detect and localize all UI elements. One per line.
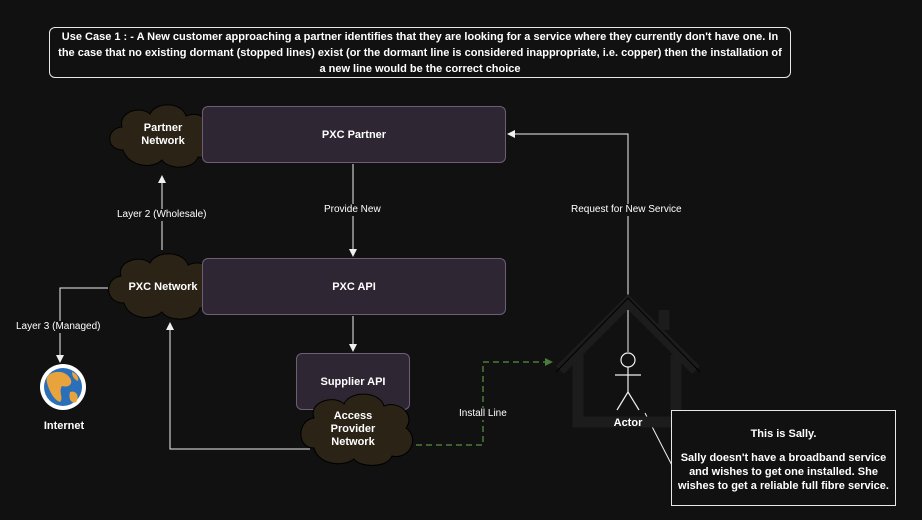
note-title: This is Sally. xyxy=(750,428,817,440)
use-case-description: Use Case 1 : - A New customer approachin… xyxy=(49,27,791,78)
actor-icon xyxy=(615,352,641,411)
globe-icon xyxy=(40,364,86,410)
pxc-network-line1: PXC Network xyxy=(128,281,198,293)
node-pxc-partner[interactable]: PXC Partner xyxy=(202,106,506,163)
edge-label-layer3: Layer 3 (Managed) xyxy=(16,321,101,333)
edge-label-install-line: Install Line xyxy=(459,408,507,420)
edge-install-line xyxy=(406,358,553,446)
cloud-pxc-network-label: PXC Network xyxy=(118,281,208,294)
partner-network-line2: Network xyxy=(141,135,185,147)
note-sally: This is Sally. Sally doesn't have a broa… xyxy=(671,410,896,506)
access-provider-line2: Provider xyxy=(330,423,376,435)
node-supplier-api-label: Supplier API xyxy=(320,375,386,388)
edge-request-new-service xyxy=(507,130,629,352)
node-pxc-api[interactable]: PXC API xyxy=(202,258,506,315)
partner-network-line1: Partner xyxy=(143,122,183,134)
note-body: Sally doesn't have a broadband service a… xyxy=(678,452,889,492)
edge-access-to-pxc-network xyxy=(166,322,310,450)
node-supplier-api[interactable]: Supplier API xyxy=(296,353,410,410)
access-provider-line3: Network xyxy=(331,436,375,448)
actor-label: Actor xyxy=(613,417,643,429)
use-case-text: Use Case 1 : - A New customer approachin… xyxy=(58,30,782,75)
edge-layer3 xyxy=(56,287,108,363)
node-pxc-api-label: PXC API xyxy=(332,280,376,293)
edge-label-provide-new: Provide New xyxy=(324,204,381,216)
house-icon xyxy=(556,294,700,428)
edge-label-layer2: Layer 2 (Wholesale) xyxy=(117,209,207,221)
internet-label: Internet xyxy=(43,420,85,432)
node-pxc-partner-label: PXC Partner xyxy=(321,128,387,141)
access-provider-line1: Access xyxy=(333,410,373,422)
cloud-partner-network-label: Partner Network xyxy=(132,122,194,148)
edge-label-request-new-service: Request for New Service xyxy=(571,204,682,216)
cloud-access-provider-label: Access Provider Network xyxy=(318,410,388,449)
